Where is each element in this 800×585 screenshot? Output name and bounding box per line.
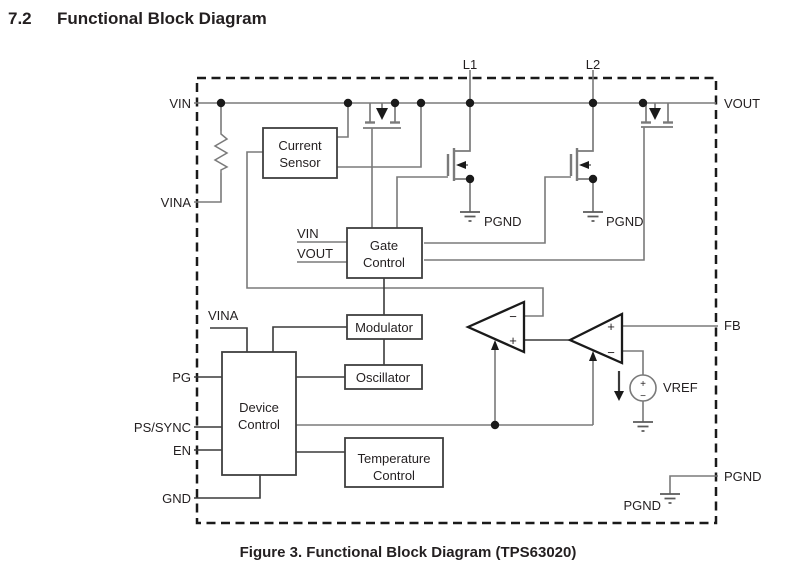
gate-control-input-vin: VIN — [297, 226, 319, 241]
svg-text:Oscillator: Oscillator — [356, 370, 411, 385]
error-amp-minus-sign: − — [607, 345, 615, 360]
label-vina-inner: VINA — [208, 308, 239, 323]
vref-source: + − — [629, 374, 657, 402]
control-wires — [194, 278, 570, 499]
comparator-plus-sign: + — [509, 333, 517, 348]
body-diode-icon — [376, 108, 388, 120]
pin-label-l1: L1 — [463, 57, 477, 72]
label-vref: VREF — [663, 380, 698, 395]
comparator-minus-sign: − — [509, 309, 517, 324]
body-arrow-icon — [579, 161, 589, 169]
oscillator-block: Oscillator — [344, 364, 423, 390]
body-arrow-icon — [456, 161, 466, 169]
section-number: 7.2 — [8, 9, 32, 28]
vref-minus-sign: − — [640, 391, 646, 402]
pwm-comparator: − + — [465, 300, 526, 354]
ramp-arrow-icon — [491, 340, 499, 350]
temperature-control-block: Temperature Control — [344, 437, 444, 488]
svg-text:Modulator: Modulator — [355, 320, 413, 335]
device-control-block: Device Control — [221, 351, 297, 476]
svg-text:Sensor: Sensor — [279, 155, 321, 170]
junction-dots — [216, 98, 648, 430]
soft-start-arrow-icon — [589, 351, 597, 361]
label-pgnd-sw1: PGND — [484, 214, 522, 229]
svg-text:Current: Current — [278, 138, 322, 153]
pin-label-gnd: GND — [162, 491, 191, 506]
current-sensor-block: Current Sensor — [262, 127, 338, 179]
wires — [194, 70, 718, 494]
gate-control-block: Gate Control — [346, 227, 423, 279]
ic-boundary — [195, 76, 718, 525]
pin-label-l2: L2 — [586, 57, 600, 72]
pin-label-en: EN — [173, 443, 191, 458]
pin-label-vina: VINA — [161, 195, 192, 210]
figure-caption: Figure 3. Functional Block Diagram (TPS6… — [240, 544, 577, 561]
svg-text:Temperature: Temperature — [358, 451, 431, 466]
input-pmos-switch — [363, 103, 401, 129]
vref-plus-sign: + — [640, 379, 646, 390]
pgnd-ground-symbol-1 — [460, 211, 480, 222]
pin-label-ps-sync: PS/SYNC — [134, 420, 191, 435]
svg-text:Device: Device — [239, 400, 279, 415]
low-side-nmos-1 — [446, 103, 471, 212]
pin-label-vin: VIN — [169, 96, 191, 111]
rectifier-pmos-switch — [641, 103, 673, 128]
pin-label-pg: PG — [172, 370, 191, 385]
error-amp-plus-sign: + — [607, 319, 615, 334]
modulator-block: Modulator — [346, 314, 423, 340]
pin-label-fb: FB — [724, 318, 741, 333]
svg-text:Control: Control — [238, 417, 280, 432]
label-pgnd-inner: PGND — [623, 498, 661, 513]
pin-label-pgnd: PGND — [724, 469, 762, 484]
label-pgnd-sw2: PGND — [606, 214, 644, 229]
svg-text:Gate: Gate — [370, 238, 398, 253]
pgnd-ground-symbol-3 — [660, 493, 680, 504]
body-diode-icon — [649, 108, 661, 120]
gate-control-input-vout: VOUT — [297, 246, 333, 261]
vina-resistor — [213, 131, 229, 173]
pin-label-vout: VOUT — [724, 96, 760, 111]
error-amplifier: + − — [567, 312, 624, 365]
svg-text:Control: Control — [373, 468, 415, 483]
vref-ground-symbol — [633, 421, 653, 432]
pgnd-ground-symbol-2 — [583, 211, 603, 222]
page-title: Functional Block Diagram — [57, 9, 267, 28]
svg-text:Control: Control — [363, 255, 405, 270]
low-side-nmos-2 — [569, 103, 594, 212]
vref-current-arrow-icon — [614, 371, 624, 401]
